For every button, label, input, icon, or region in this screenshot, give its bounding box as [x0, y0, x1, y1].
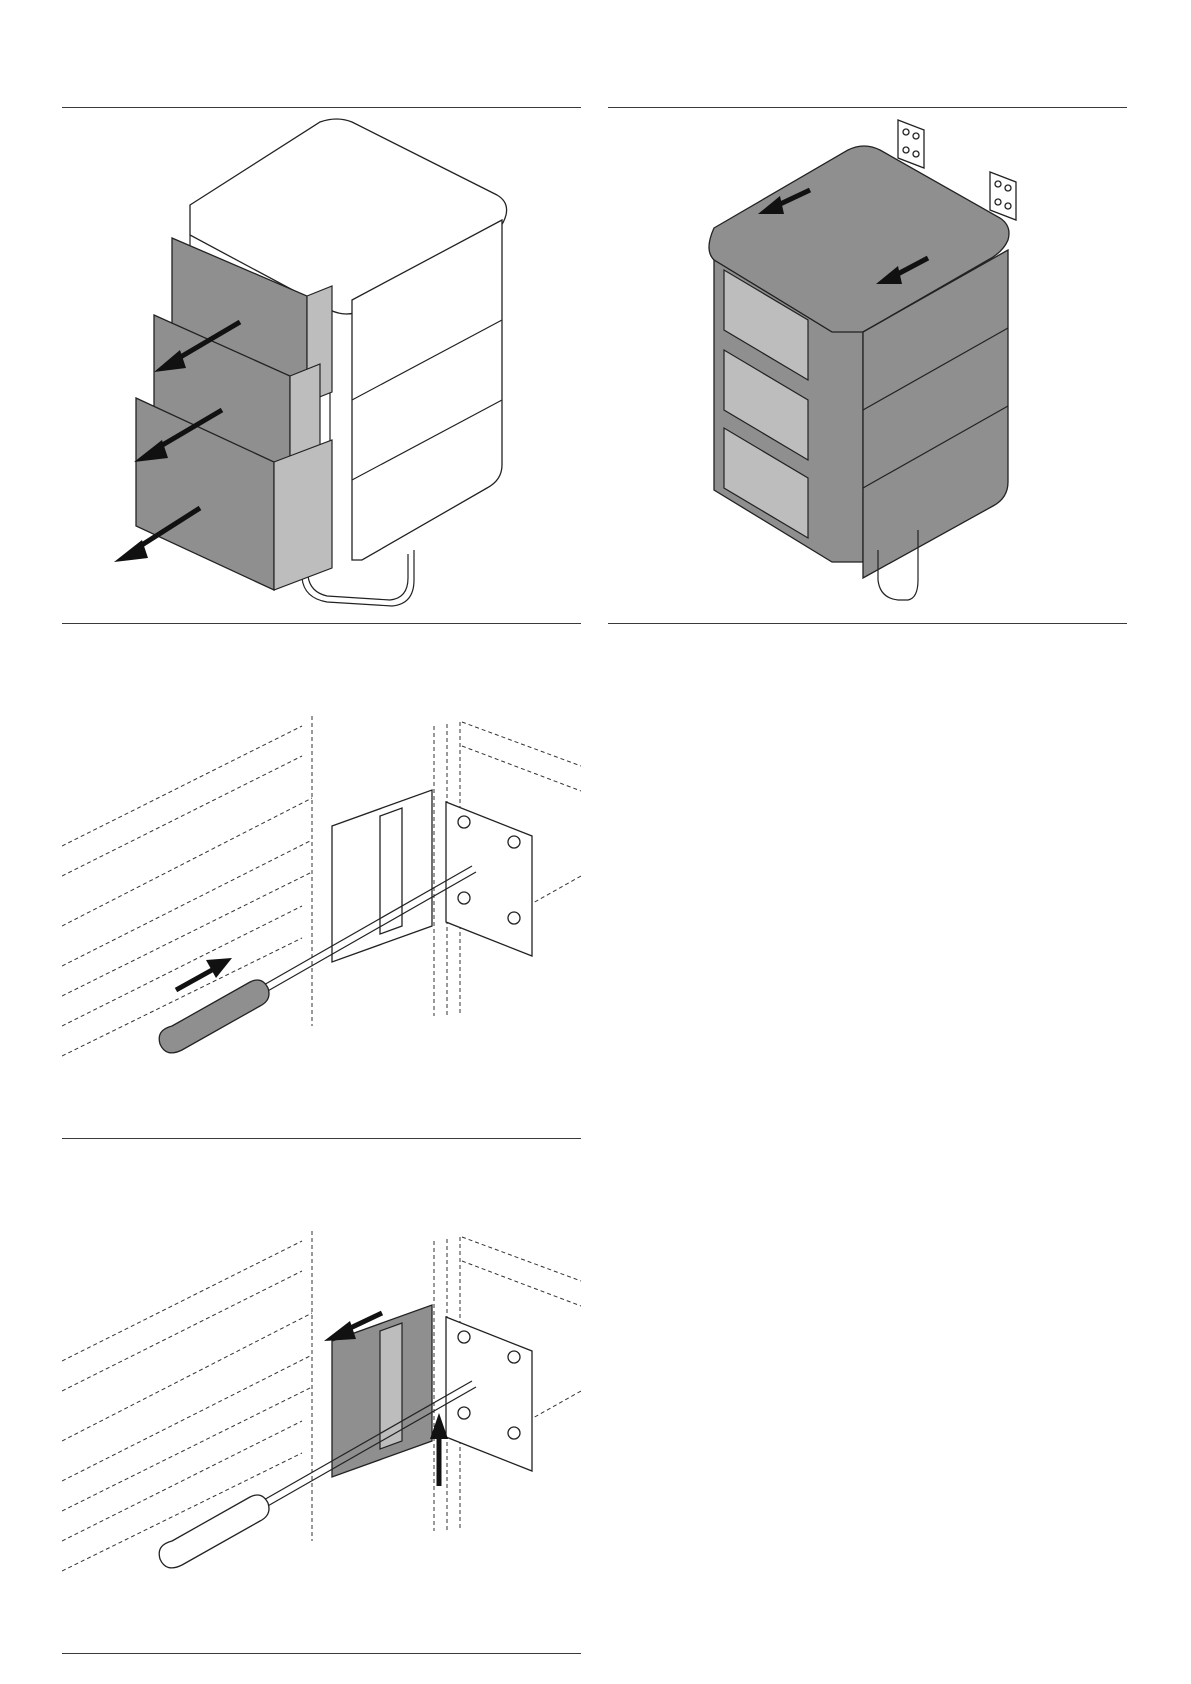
- screw-icon: [508, 912, 520, 924]
- screw-icon: [508, 836, 520, 848]
- divider-top-left: [62, 107, 581, 108]
- arrow-icon: [176, 958, 232, 990]
- arrow-icon: [430, 1413, 448, 1486]
- step-4-illustration: [62, 1141, 581, 1651]
- divider-mid-right: [608, 623, 1127, 624]
- step-2-illustration: [608, 110, 1127, 620]
- divider-bottom-left: [62, 1653, 581, 1654]
- bracket-icon: [898, 120, 924, 168]
- divider-lower-left: [62, 1138, 581, 1139]
- screw-icon: [508, 1351, 520, 1363]
- divider-mid-left: [62, 623, 581, 624]
- screw-icon: [458, 1331, 470, 1343]
- screw-icon: [458, 892, 470, 904]
- step-1-illustration: [62, 110, 581, 620]
- bracket-icon: [332, 790, 432, 962]
- bracket-icon: [446, 802, 532, 956]
- screw-icon: [458, 816, 470, 828]
- step-3-illustration: [62, 626, 581, 1136]
- screw-icon: [508, 1427, 520, 1439]
- bracket-icon: [446, 1317, 532, 1471]
- screw-icon: [458, 1407, 470, 1419]
- bracket-icon: [990, 172, 1016, 220]
- divider-top-right: [608, 107, 1127, 108]
